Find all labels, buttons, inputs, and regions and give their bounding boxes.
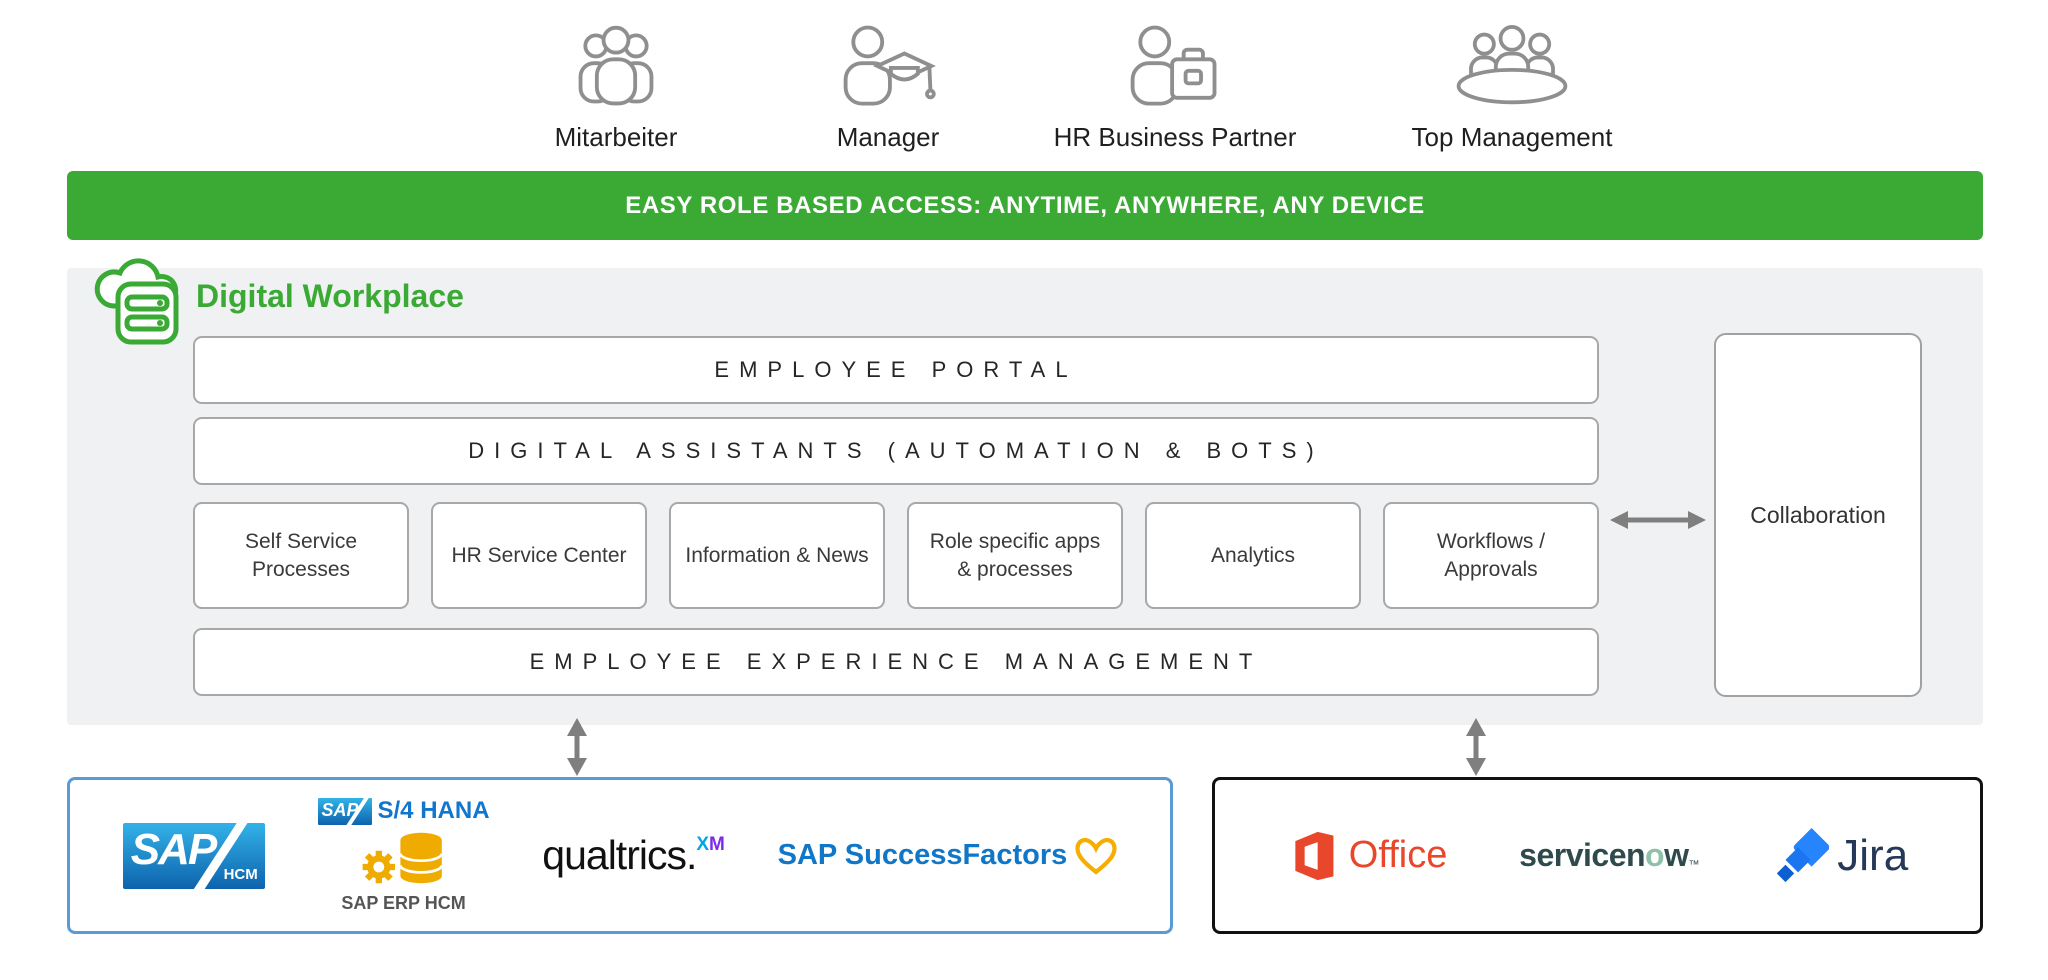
servicenow-o: o	[1645, 837, 1665, 873]
employee-portal-layer: EMPLOYEE PORTAL	[193, 336, 1599, 404]
sap-hcm-word: SAP	[130, 824, 217, 874]
persona-label: Manager	[836, 122, 940, 152]
vertical-double-arrow-icon	[1466, 718, 1486, 776]
module-role-specific-apps: Role specific apps & processes	[907, 502, 1123, 609]
successfactors-logo: SAP SuccessFactors	[778, 836, 1118, 876]
sap-s4hana-erp-stack: SAP S/4 HANA SAP	[317, 797, 490, 914]
sap-s4hana-logo: SAP S/4 HANA	[317, 797, 490, 825]
persona-top-management: Top Management	[1362, 22, 1662, 153]
qualtrics-xm-m: M	[709, 834, 725, 855]
cloud-server-icon	[94, 258, 179, 345]
employee-experience-layer: EMPLOYEE EXPERIENCE MANAGEMENT	[193, 628, 1599, 696]
jira-logo: Jira	[1771, 826, 1908, 886]
qualtrics-word: qualtrics.	[542, 832, 697, 878]
jira-icon	[1777, 827, 1830, 882]
module-analytics: Analytics	[1145, 502, 1361, 609]
s4hana-label: S/4 HANA	[377, 797, 490, 824]
qualtrics-xm-x: X	[696, 834, 710, 855]
office-icon	[1295, 831, 1334, 880]
manager-graduation-icon	[843, 25, 936, 106]
other-systems-box: Office servicenow ™ Jira	[1212, 777, 1983, 934]
module-self-service: Self Service Processes	[193, 502, 409, 609]
sap-hcm-logo: SAP HCM	[122, 822, 265, 889]
persona-label: Mitarbeiter	[554, 122, 678, 152]
database-gear-icon	[362, 832, 443, 884]
jira-label: Jira	[1837, 830, 1909, 880]
servicenow-label: servicenow	[1519, 837, 1689, 874]
sap-systems-box: SAP HCM SAP S/4 HANA	[67, 777, 1173, 934]
module-information-news: Information & News	[669, 502, 885, 609]
boardroom-table-icon	[1456, 25, 1568, 105]
qualtrics-logo: qualtrics. X M	[542, 832, 725, 879]
servicenow-pre: servicen	[1519, 837, 1646, 873]
heart-icon	[1075, 837, 1117, 875]
digital-workplace-title: Digital Workplace	[196, 278, 464, 314]
persona-manager: Manager	[738, 22, 1038, 153]
role-based-access-banner: EASY ROLE BASED ACCESS: ANYTIME, ANYWHER…	[67, 171, 1983, 240]
employee-experience-label: EMPLOYEE EXPERIENCE MANAGEMENT	[529, 649, 1263, 674]
sap-hcm-sub: HCM	[223, 865, 258, 883]
servicenow-post: w	[1664, 837, 1689, 873]
sap-mini-word: SAP	[321, 799, 359, 820]
banner-text: EASY ROLE BASED ACCESS: ANYTIME, ANYWHER…	[625, 191, 1425, 219]
persona-label: Top Management	[1411, 122, 1613, 152]
people-group-icon	[578, 25, 654, 106]
collaboration-box: Collaboration	[1714, 333, 1922, 697]
office-logo: Office	[1287, 828, 1448, 884]
vertical-double-arrow-icon	[567, 718, 587, 776]
module-hr-service-center: HR Service Center	[431, 502, 647, 609]
collaboration-label: Collaboration	[1750, 501, 1886, 528]
persona-mitarbeiter: Mitarbeiter	[466, 22, 766, 153]
successfactors-label: SAP SuccessFactors	[777, 839, 1068, 871]
digital-assistants-layer: DIGITAL ASSISTANTS (AUTOMATION & BOTS)	[193, 417, 1599, 485]
servicenow-trademark: ™	[1688, 859, 1700, 871]
module-row: Self Service Processes HR Service Center…	[193, 502, 1599, 609]
horizontal-double-arrow-icon	[1610, 511, 1706, 529]
office-label: Office	[1348, 834, 1448, 876]
sap-erp-hcm-label: SAP ERP HCM	[341, 893, 466, 913]
servicenow-logo: servicenow ™	[1519, 837, 1699, 874]
persona-hr-business-partner: HR Business Partner	[1025, 22, 1325, 153]
persona-label: HR Business Partner	[1053, 122, 1297, 152]
sap-mini-logo: SAP	[317, 797, 372, 825]
person-briefcase-icon	[1130, 25, 1217, 106]
module-workflows-approvals: Workflows / Approvals	[1383, 502, 1599, 609]
employee-portal-label: EMPLOYEE PORTAL	[714, 357, 1078, 382]
digital-assistants-label: DIGITAL ASSISTANTS (AUTOMATION & BOTS)	[468, 438, 1324, 463]
